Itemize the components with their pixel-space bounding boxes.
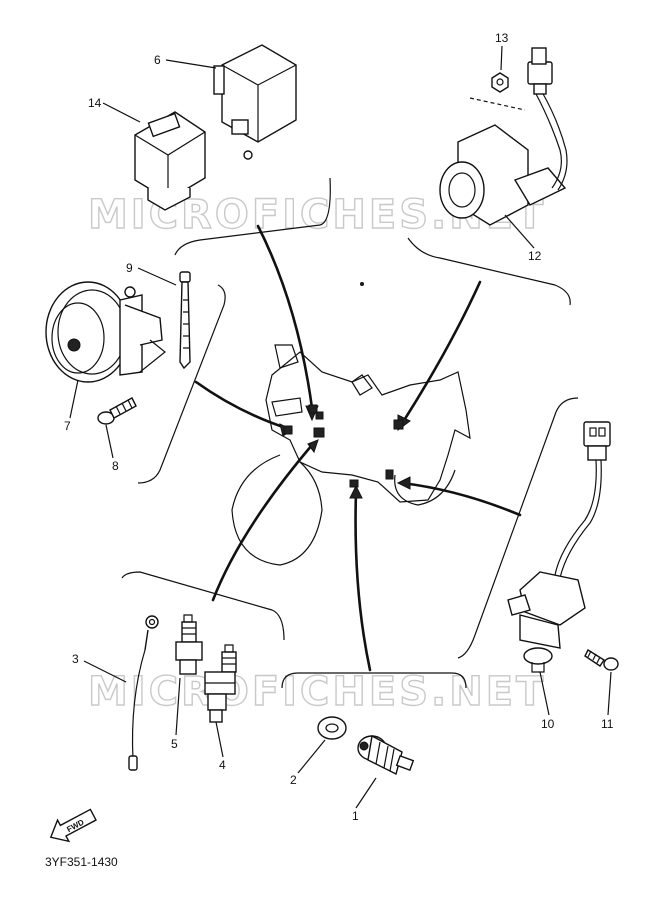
diagram-code: 3YF351-1430 [45,855,118,869]
bracket-bottom-left [121,571,285,641]
arrow-pressure [349,484,363,499]
arrow-senders [307,439,319,454]
sender-part-4 [204,644,237,723]
lead-pressure-switch [354,490,372,672]
starter-relay-part-12 [439,47,568,226]
lead-starter-relay [401,280,482,424]
callout-14: 14 [88,96,102,110]
switch-part-1 [357,734,415,776]
callout-11: 11 [601,717,614,731]
callout-7: 7 [64,419,71,433]
washer-part-2 [317,716,347,740]
callout-leaders [69,45,612,809]
callout-10: 10 [541,717,555,731]
lead-relays [256,224,314,410]
screw-part-11 [584,648,619,671]
callout-3: 3 [72,652,79,666]
callout-9: 9 [126,261,133,275]
callout-4: 4 [219,758,226,772]
relay-part-6 [213,44,297,160]
callout-8: 8 [112,459,119,473]
lead-sidestand-switch [400,481,522,517]
lead-horn [194,380,288,430]
callout-13: 13 [495,31,509,45]
bracket-top-right [407,237,571,306]
callout-2: 2 [290,773,297,787]
switch-part-10 [507,421,611,673]
bolt-part-8 [97,397,137,425]
bracket-left [137,284,226,484]
callout-12: 12 [528,249,542,263]
watermark-bottom: MICROFICHES.NET [88,669,546,715]
arrow-sidestand [396,476,411,490]
horn-part-7 [45,281,166,383]
cable-tie-part-9 [179,271,191,370]
relay-part-14 [134,111,206,211]
callout-6: 6 [154,53,161,67]
sender-part-5 [175,614,203,675]
callout-5: 5 [171,737,178,751]
motorcycle-frame [231,282,471,566]
nut-part-13 [491,72,509,93]
bracket-right [457,397,579,659]
lead-wire-part-3 [128,615,159,771]
forward-arrow-icon: FWD [49,808,97,843]
lead-senders [211,443,314,602]
callout-1: 1 [352,809,359,823]
bracket-bottom-center [281,672,467,689]
